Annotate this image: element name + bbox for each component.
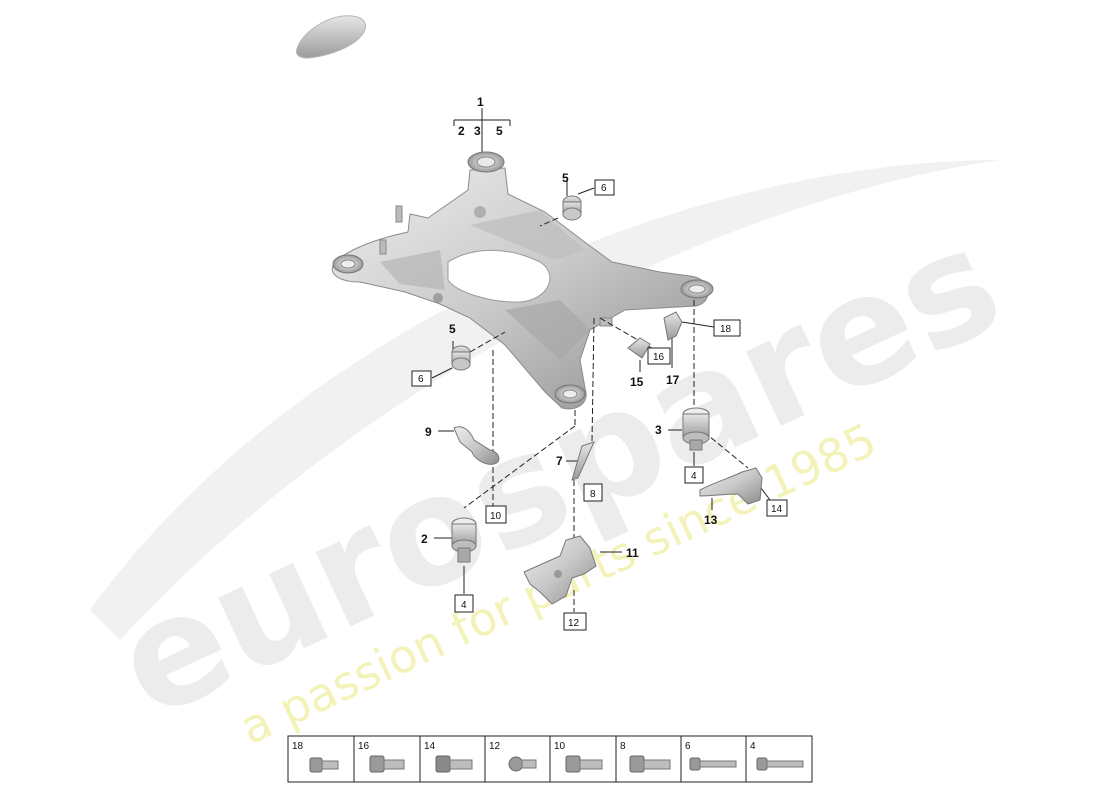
rear-subframe bbox=[331, 151, 714, 410]
callout-3: 3 bbox=[655, 423, 662, 437]
callout-box-6-upper bbox=[594, 179, 615, 196]
callout-16: 16 bbox=[653, 352, 665, 363]
strip-7 bbox=[571, 441, 595, 481]
bush-left bbox=[451, 345, 471, 371]
legend-label-8: 8 bbox=[620, 741, 626, 752]
legend-label-18: 18 bbox=[292, 741, 304, 752]
callout-18: 18 bbox=[720, 324, 732, 335]
callout-box-6-left bbox=[411, 370, 432, 387]
callout-4-left: 4 bbox=[461, 600, 467, 611]
callout-13: 13 bbox=[704, 513, 718, 527]
callout-box-10 bbox=[485, 505, 507, 524]
bolt-14-icon bbox=[435, 755, 473, 773]
callout-box-14 bbox=[766, 499, 788, 517]
bush-upper bbox=[562, 195, 582, 221]
callout-2: 2 bbox=[421, 532, 428, 546]
group-bracket bbox=[453, 108, 511, 152]
legend-label-14: 14 bbox=[424, 741, 436, 752]
bracket-9 bbox=[453, 426, 500, 465]
callout-box-12 bbox=[563, 612, 587, 631]
callout-4-right: 4 bbox=[691, 471, 697, 482]
bolt-6-icon bbox=[689, 757, 737, 771]
callout-6-left: 6 bbox=[418, 374, 424, 385]
bolt-8-icon bbox=[629, 755, 671, 773]
callout-box-18 bbox=[713, 319, 741, 337]
callout-15: 15 bbox=[630, 375, 644, 389]
bolt-18-icon bbox=[309, 757, 339, 773]
callout-9: 9 bbox=[425, 425, 432, 439]
callout-11: 11 bbox=[626, 546, 639, 560]
car-model-icon bbox=[295, 15, 366, 59]
legend-label-4: 4 bbox=[750, 741, 756, 752]
callout-12: 12 bbox=[568, 618, 580, 629]
legend-label-12: 12 bbox=[489, 741, 501, 752]
bolt-16-icon bbox=[369, 755, 405, 773]
callout-5-group: 5 bbox=[496, 124, 503, 138]
callout-10: 10 bbox=[490, 511, 502, 522]
legend-label-6: 6 bbox=[685, 741, 691, 752]
callout-1: 1 bbox=[477, 95, 484, 109]
callout-17: 17 bbox=[666, 373, 680, 387]
callout-3-group: 3 bbox=[474, 124, 481, 138]
callout-8: 8 bbox=[590, 489, 596, 500]
callout-5-upper: 5 bbox=[562, 171, 569, 185]
legend-label-10: 10 bbox=[554, 741, 566, 752]
bracket-13 bbox=[699, 467, 763, 505]
bolt-10-icon bbox=[565, 755, 603, 773]
callout-box-4-right bbox=[684, 466, 704, 484]
bolt-12-icon bbox=[508, 756, 537, 772]
bolt-4-icon bbox=[756, 757, 804, 771]
callout-14: 14 bbox=[771, 504, 783, 515]
sensor-bracket bbox=[627, 311, 683, 359]
bracket-11 bbox=[523, 535, 597, 605]
callout-6-upper: 6 bbox=[601, 183, 607, 194]
callout-box-4-left bbox=[454, 594, 474, 613]
callout-box-8 bbox=[583, 483, 603, 502]
mount-right bbox=[682, 407, 710, 451]
callout-box-16 bbox=[647, 347, 671, 365]
callout-2-group: 2 bbox=[458, 124, 465, 138]
mount-left bbox=[451, 517, 477, 563]
legend-label-16: 16 bbox=[358, 741, 370, 752]
callout-7: 7 bbox=[556, 454, 563, 468]
fastener-legend: 18 16 14 12 10 8 6 4 bbox=[287, 735, 813, 783]
callout-5-left: 5 bbox=[449, 322, 456, 336]
